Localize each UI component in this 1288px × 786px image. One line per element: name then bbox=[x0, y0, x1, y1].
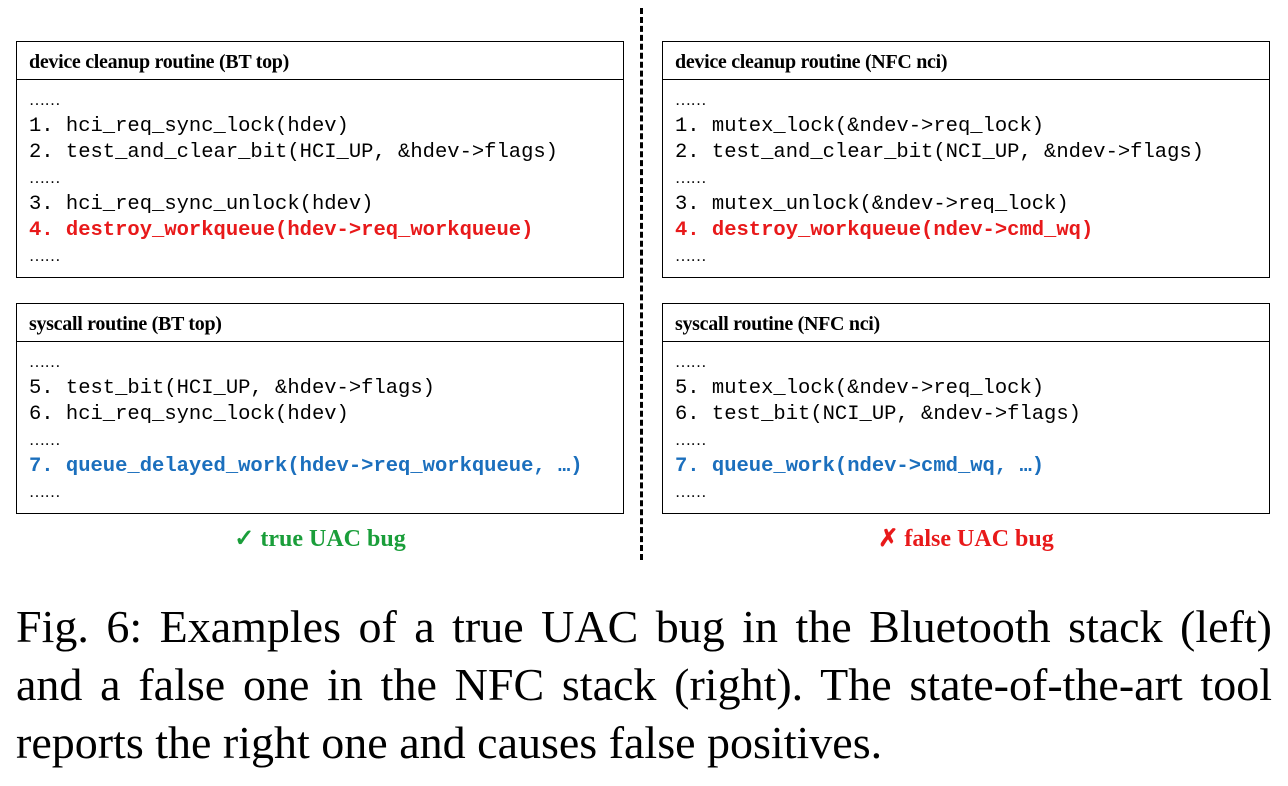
verdict-label: false UAC bug bbox=[904, 526, 1054, 552]
code-line: 7. queue_delayed_work(hdev->req_workqueu… bbox=[29, 455, 583, 478]
ellipsis-line: …… bbox=[675, 432, 707, 449]
panel-title: syscall routine (NFC nci) bbox=[663, 304, 1269, 342]
code-block: …… 1. mutex_lock(&ndev->req_lock) 2. test_… bbox=[663, 80, 1269, 270]
ellipsis-line: …… bbox=[675, 354, 707, 371]
ellipsis-line: …… bbox=[29, 170, 61, 187]
code-line: 4. destroy_workqueue(hdev->req_workqueue… bbox=[29, 219, 534, 242]
code-line: 5. test_bit(HCI_UP, &hdev->flags) bbox=[29, 377, 435, 400]
dashed-divider bbox=[640, 8, 643, 560]
ellipsis-line: …… bbox=[675, 484, 707, 501]
bt-cleanup-panel: device cleanup routine (BT top) …… 1. hci… bbox=[16, 41, 624, 278]
code-line: 7. queue_work(ndev->cmd_wq, …) bbox=[675, 455, 1045, 478]
ellipsis-line: …… bbox=[29, 92, 61, 109]
code-line: 4. destroy_workqueue(ndev->cmd_wq) bbox=[675, 219, 1094, 242]
nfc-syscall-panel: syscall routine (NFC nci) …… 5. mutex_loc… bbox=[662, 303, 1270, 514]
false-bug-verdict: ✗ false UAC bug bbox=[644, 524, 1288, 553]
ellipsis-line: …… bbox=[29, 432, 61, 449]
cross-icon: ✗ bbox=[878, 526, 899, 552]
panel-title: device cleanup routine (NFC nci) bbox=[663, 42, 1269, 80]
code-block: …… 5. mutex_lock(&ndev->req_lock) 6. test_… bbox=[663, 342, 1269, 506]
code-line: 5. mutex_lock(&ndev->req_lock) bbox=[675, 377, 1045, 400]
code-line: 6. test_bit(NCI_UP, &ndev->flags) bbox=[675, 403, 1081, 426]
code-line: 3. mutex_unlock(&ndev->req_lock) bbox=[675, 193, 1069, 216]
panel-title: device cleanup routine (BT top) bbox=[17, 42, 623, 80]
code-line: 6. hci_req_sync_lock(hdev) bbox=[29, 403, 349, 426]
code-block: …… 1. hci_req_sync_lock(hdev) 2. test_and_… bbox=[17, 80, 623, 270]
ellipsis-line: …… bbox=[29, 354, 61, 371]
true-bug-verdict: ✓ true UAC bug bbox=[0, 524, 640, 553]
ellipsis-line: …… bbox=[675, 170, 707, 187]
code-line: 2. test_and_clear_bit(HCI_UP, &hdev->fla… bbox=[29, 141, 558, 164]
figure-caption: Fig. 6: Examples of a true UAC bug in th… bbox=[16, 601, 1272, 768]
code-block: …… 5. test_bit(HCI_UP, &hdev->flags) 6. hc… bbox=[17, 342, 623, 506]
code-line: 3. hci_req_sync_unlock(hdev) bbox=[29, 193, 374, 216]
nfc-cleanup-panel: device cleanup routine (NFC nci) …… 1. mu… bbox=[662, 41, 1270, 278]
ellipsis-line: …… bbox=[675, 248, 707, 265]
ellipsis-line: …… bbox=[29, 484, 61, 501]
code-line: 1. hci_req_sync_lock(hdev) bbox=[29, 115, 349, 138]
check-icon: ✓ bbox=[234, 526, 255, 552]
panel-title: syscall routine (BT top) bbox=[17, 304, 623, 342]
code-line: 2. test_and_clear_bit(NCI_UP, &ndev->fla… bbox=[675, 141, 1204, 164]
ellipsis-line: …… bbox=[29, 248, 61, 265]
ellipsis-line: …… bbox=[675, 92, 707, 109]
bt-syscall-panel: syscall routine (BT top) …… 5. test_bit(H… bbox=[16, 303, 624, 514]
code-line: 1. mutex_lock(&ndev->req_lock) bbox=[675, 115, 1045, 138]
verdict-label: true UAC bug bbox=[260, 526, 406, 552]
